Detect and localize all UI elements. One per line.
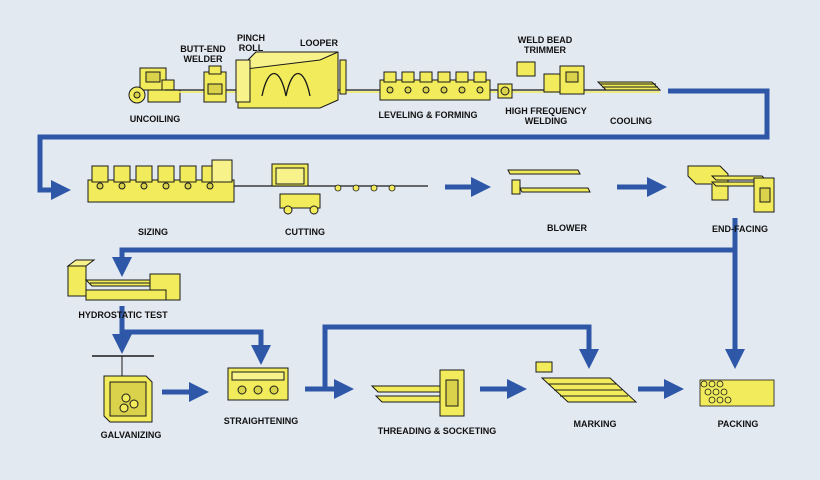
label-marking: MARKING bbox=[573, 419, 617, 429]
machine-cooling bbox=[596, 81, 662, 91]
label-uncoiling: UNCOILING bbox=[129, 114, 181, 124]
machine-galvanizing bbox=[92, 355, 154, 423]
flow-arrows bbox=[37, 88, 770, 402]
machine-looper bbox=[235, 51, 347, 109]
label-cutting: CUTTING bbox=[285, 227, 325, 237]
machine-weld-bead-trimmer bbox=[516, 61, 585, 95]
label-blower: BLOWER bbox=[547, 223, 587, 233]
machine-threading-socketing bbox=[370, 369, 465, 417]
label-weld-bead-trimmer: WELD BEAD TRIMMER bbox=[517, 35, 573, 55]
label-pinch-roll: PINCH ROLL bbox=[236, 33, 266, 53]
label-butt-end-welder: BUTT-END WELDER bbox=[180, 44, 226, 64]
label-high-frequency-welding: HIGH FREQUENCY WELDING bbox=[505, 106, 587, 126]
flow-arrow-endfacing-to-hydro bbox=[112, 218, 738, 277]
flow-arrow-cooling-to-sizing bbox=[37, 88, 770, 200]
machine-uncoiler bbox=[128, 67, 181, 104]
machine-butt-end-welder bbox=[203, 65, 227, 103]
flow-arrow-loop-to-marking bbox=[322, 324, 599, 387]
machine-blower bbox=[507, 169, 591, 195]
machine-hydrostatic-test bbox=[66, 259, 181, 301]
label-packing: PACKING bbox=[717, 419, 759, 429]
label-straightening: STRAIGHTENING bbox=[223, 416, 299, 426]
machine-sizing bbox=[87, 159, 235, 203]
pipe-bundle-packing bbox=[699, 379, 775, 407]
machine-marking bbox=[535, 361, 638, 403]
machine-leveling-forming bbox=[379, 71, 491, 101]
cut-pipe-pieces bbox=[334, 184, 396, 192]
machine-cutting bbox=[271, 163, 321, 215]
label-hydrostatic-test: HYDROSTATIC TEST bbox=[78, 310, 168, 320]
label-cooling: COOLING bbox=[610, 116, 652, 126]
flow-arrow-split-to-straightening bbox=[122, 329, 271, 365]
machine-straightening bbox=[227, 367, 289, 401]
label-looper: LOOPER bbox=[299, 38, 339, 48]
label-galvanizing: GALVANIZING bbox=[100, 430, 162, 440]
machine-high-frequency-welding bbox=[497, 83, 513, 99]
label-end-facing: END-FACING bbox=[712, 224, 768, 234]
label-leveling-forming: LEVELING & FORMING bbox=[378, 110, 478, 120]
machine-end-facing bbox=[687, 165, 775, 213]
label-sizing: SIZING bbox=[137, 227, 169, 237]
label-threading-socketing: THREADING & SOCKETING bbox=[377, 426, 497, 436]
